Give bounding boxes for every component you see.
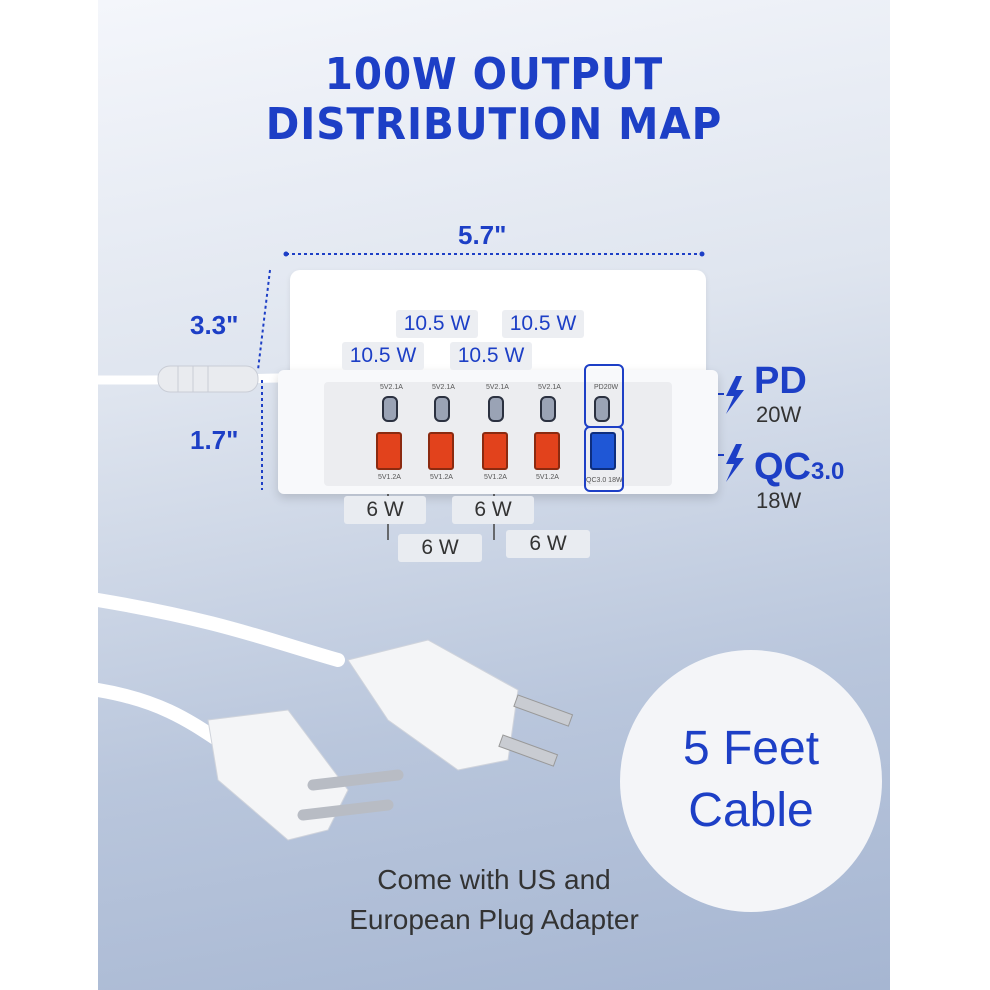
usb-a-port-4 (534, 432, 560, 470)
title-line-2: DISTRIBUTION MAP (265, 99, 723, 150)
usb-c-spec-2: 5V2.1A (432, 384, 455, 391)
caption-line-1: Come with US and (377, 864, 611, 895)
usb-a-spec-1: 5V1.2A (378, 474, 401, 481)
usb-c-port-2 (434, 396, 450, 422)
usb-a-watt-2: 6 W (398, 534, 482, 562)
usb-c-spec-4: 5V2.1A (538, 384, 561, 391)
qc-label-sub: 3.0 (811, 458, 845, 485)
title-line-1: 100W OUTPUT (324, 49, 664, 100)
cable-strain-relief (157, 365, 259, 393)
pd-watt: 20W (756, 402, 802, 427)
cable-badge-line-2: Cable (688, 784, 814, 837)
usb-c-port-4 (540, 396, 556, 422)
cable-length-badge: 5 Feet Cable (620, 650, 882, 912)
usb-a-spec-4: 5V1.2A (536, 474, 559, 481)
usb-c-spec-3: 5V2.1A (486, 384, 509, 391)
usb-a-port-1 (376, 432, 402, 470)
pd-label: PD (754, 360, 807, 402)
height-dimension: 1.7" (190, 425, 239, 455)
qc-port (590, 432, 616, 470)
usb-c-watt-2: 10.5 W (396, 310, 478, 338)
qc-label: QC3.0 (754, 446, 844, 489)
cable-badge-line-1: 5 Feet (682, 722, 820, 775)
pd-port (594, 396, 610, 422)
usb-a-port-3 (482, 432, 508, 470)
qc-label-main: QC (754, 446, 811, 488)
usb-a-watt-3: 6 W (452, 496, 534, 524)
width-dimension: 5.7" (458, 220, 507, 250)
usb-c-port-3 (488, 396, 504, 422)
qc-port-highlight (584, 426, 624, 492)
product-infographic: 100W OUTPUT DISTRIBUTION MAP (98, 0, 890, 990)
caption-line-2: European Plug Adapter (349, 904, 639, 935)
us-plug (347, 639, 574, 771)
usb-c-watt-1: 10.5 W (342, 342, 424, 370)
usb-c-watt-3: 10.5 W (450, 342, 532, 370)
cables-graphic (98, 365, 574, 841)
lightning-bolt-icon (726, 376, 744, 414)
usb-a-spec-2: 5V1.2A (430, 474, 453, 481)
usb-a-watt-1: 6 W (344, 496, 426, 524)
pd-spec: PD20W (594, 384, 619, 391)
qc-watt: 18W (756, 488, 802, 513)
usb-c-spec-1: 5V2.1A (380, 384, 403, 391)
usb-a-spec-3: 5V1.2A (484, 474, 507, 481)
qc-spec: QC3.0 18W (586, 477, 623, 484)
eu-plug (207, 709, 404, 841)
usb-a-port-2 (428, 432, 454, 470)
lightning-bolt-icon (726, 444, 744, 482)
usb-a-watt-4: 6 W (506, 530, 590, 558)
depth-dimension: 3.3" (190, 310, 239, 340)
usb-c-port-1 (382, 396, 398, 422)
usb-c-watt-4: 10.5 W (502, 310, 584, 338)
